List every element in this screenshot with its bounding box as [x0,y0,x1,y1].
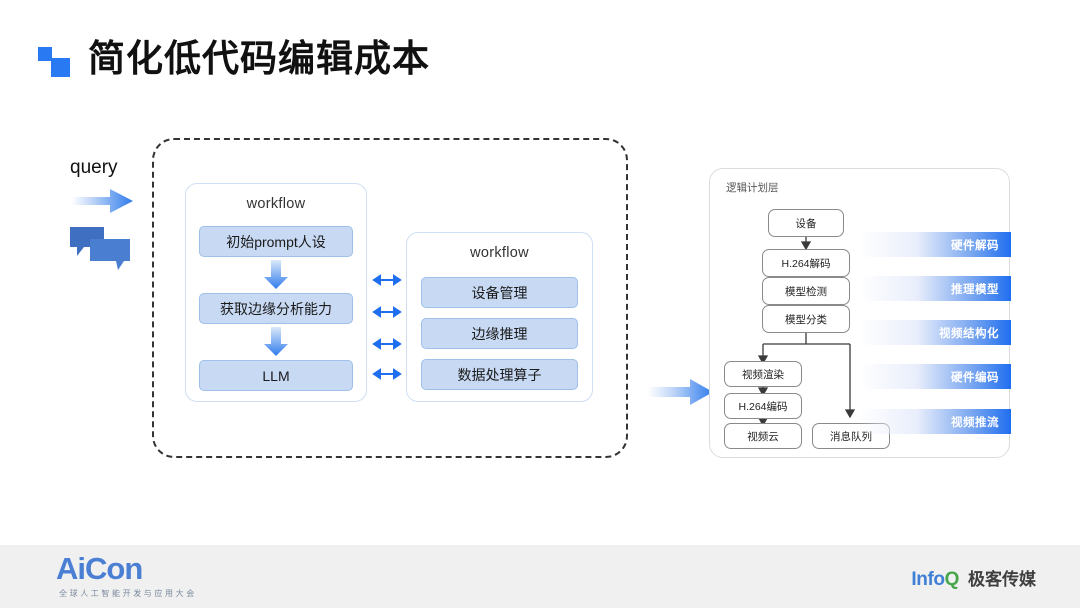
infoq-q-text: Q [944,569,960,590]
square-small [38,47,52,61]
flow-node-model-detect[interactable]: 模型检测 [762,277,850,305]
infoq-logo: InfoQ 极客传媒 [911,565,1036,591]
page-footer: AiCon 全球人工智能开发与应用大会 InfoQ 极客传媒 [0,545,1080,608]
flow-node-h264-decode[interactable]: H.264解码 [762,249,850,277]
query-label: query [70,157,118,178]
workflow-left-title: workflow [246,196,306,212]
stage-label-inference-model: 推理模型 [859,276,1011,301]
infoq-wordmark: InfoQ [911,569,959,591]
logic-plan-title: 逻辑计划层 [726,182,779,194]
gradient-right-arrow-icon [72,189,133,213]
workflow-step-edge-analysis[interactable]: 获取边缘分析能力 [199,293,353,324]
square-large [51,58,70,77]
workflow-step-prompt[interactable]: 初始prompt人设 [199,226,353,257]
double-headed-arrow-icon [372,274,402,380]
aicon-subtitle: 全球人工智能开发与应用大会 [59,589,197,598]
stage-label-hardware-encode: 硬件编码 [859,364,1011,389]
infoq-info-text: Info [911,569,945,590]
flow-node-h264-encode[interactable]: H.264编码 [724,393,802,419]
aicon-wordmark: AiCon [56,551,143,586]
workflow-step-edge-inference[interactable]: 边缘推理 [421,318,578,349]
low-code-container [152,138,628,458]
workflow-step-llm[interactable]: LLM [199,360,353,391]
two-squares-icon [38,44,72,78]
geek-media-text: 极客传媒 [968,570,1036,589]
flow-node-model-classify[interactable]: 模型分类 [762,305,850,333]
stage-label-hardware-decode: 硬件解码 [859,232,1011,257]
stage-label-video-structuring: 视频结构化 [859,320,1011,345]
page-title: 简化低代码编辑成本 [88,37,430,79]
stage-label-video-streaming: 视频推流 [859,409,1011,434]
logic-plan-panel: 逻辑计划层 设备 H.264解码 模型检测 模型分类 视频渲染 H.264编码 … [709,168,1011,458]
flow-node-video-render[interactable]: 视频渲染 [724,361,802,387]
aicon-logo: AiCon 全球人工智能开发与应用大会 [56,553,197,599]
workflow-panel-right[interactable]: workflow 设备管理 边缘推理 数据处理算子 [406,232,593,402]
workflow-panel-left[interactable]: workflow 初始prompt人设 获取边缘分析能力 LLM [185,183,367,402]
gradient-right-arrow-icon [648,379,713,405]
workflow-step-device-mgmt[interactable]: 设备管理 [421,277,578,308]
workflow-right-title: workflow [470,245,529,261]
page-header: 简化低代码编辑成本 [38,38,430,78]
flow-node-video-cloud[interactable]: 视频云 [724,423,802,449]
gradient-down-arrow-icon [264,260,288,289]
flow-node-device[interactable]: 设备 [768,209,844,237]
chat-bubbles-icon [70,227,130,270]
gradient-down-arrow-icon [264,327,288,356]
workflow-step-data-operator[interactable]: 数据处理算子 [421,359,578,390]
